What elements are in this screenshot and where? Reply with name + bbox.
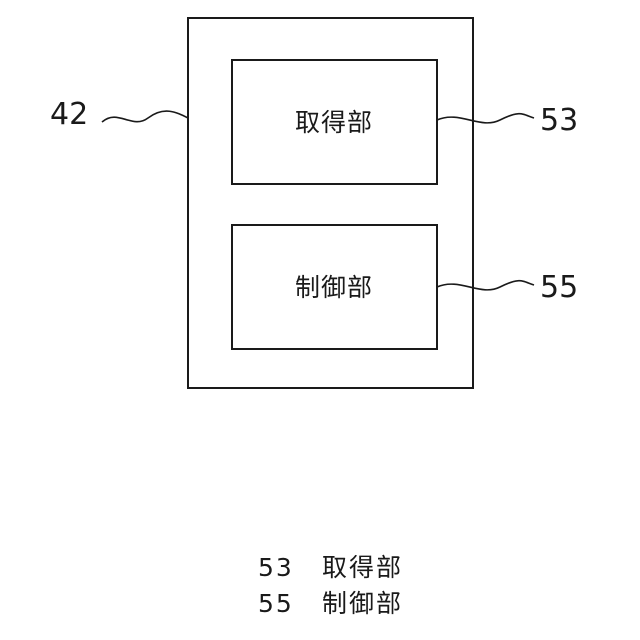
acquisition-unit-label: 取得部	[295, 108, 373, 137]
reference-legend: 53 取得部 55 制御部	[258, 550, 488, 622]
ref-number-53: 53	[540, 103, 578, 138]
leader-line-42	[102, 111, 188, 122]
control-unit-label: 制御部	[295, 273, 373, 302]
legend-item: 53 取得部	[258, 550, 488, 586]
legend-ref-name: 取得部	[322, 550, 403, 586]
ref-number-42: 42	[50, 97, 88, 132]
legend-ref-number: 55	[258, 586, 322, 622]
legend-ref-name: 制御部	[322, 586, 403, 622]
ref-number-55: 55	[540, 270, 578, 305]
legend-ref-number: 53	[258, 550, 322, 586]
legend-item: 55 制御部	[258, 586, 488, 622]
